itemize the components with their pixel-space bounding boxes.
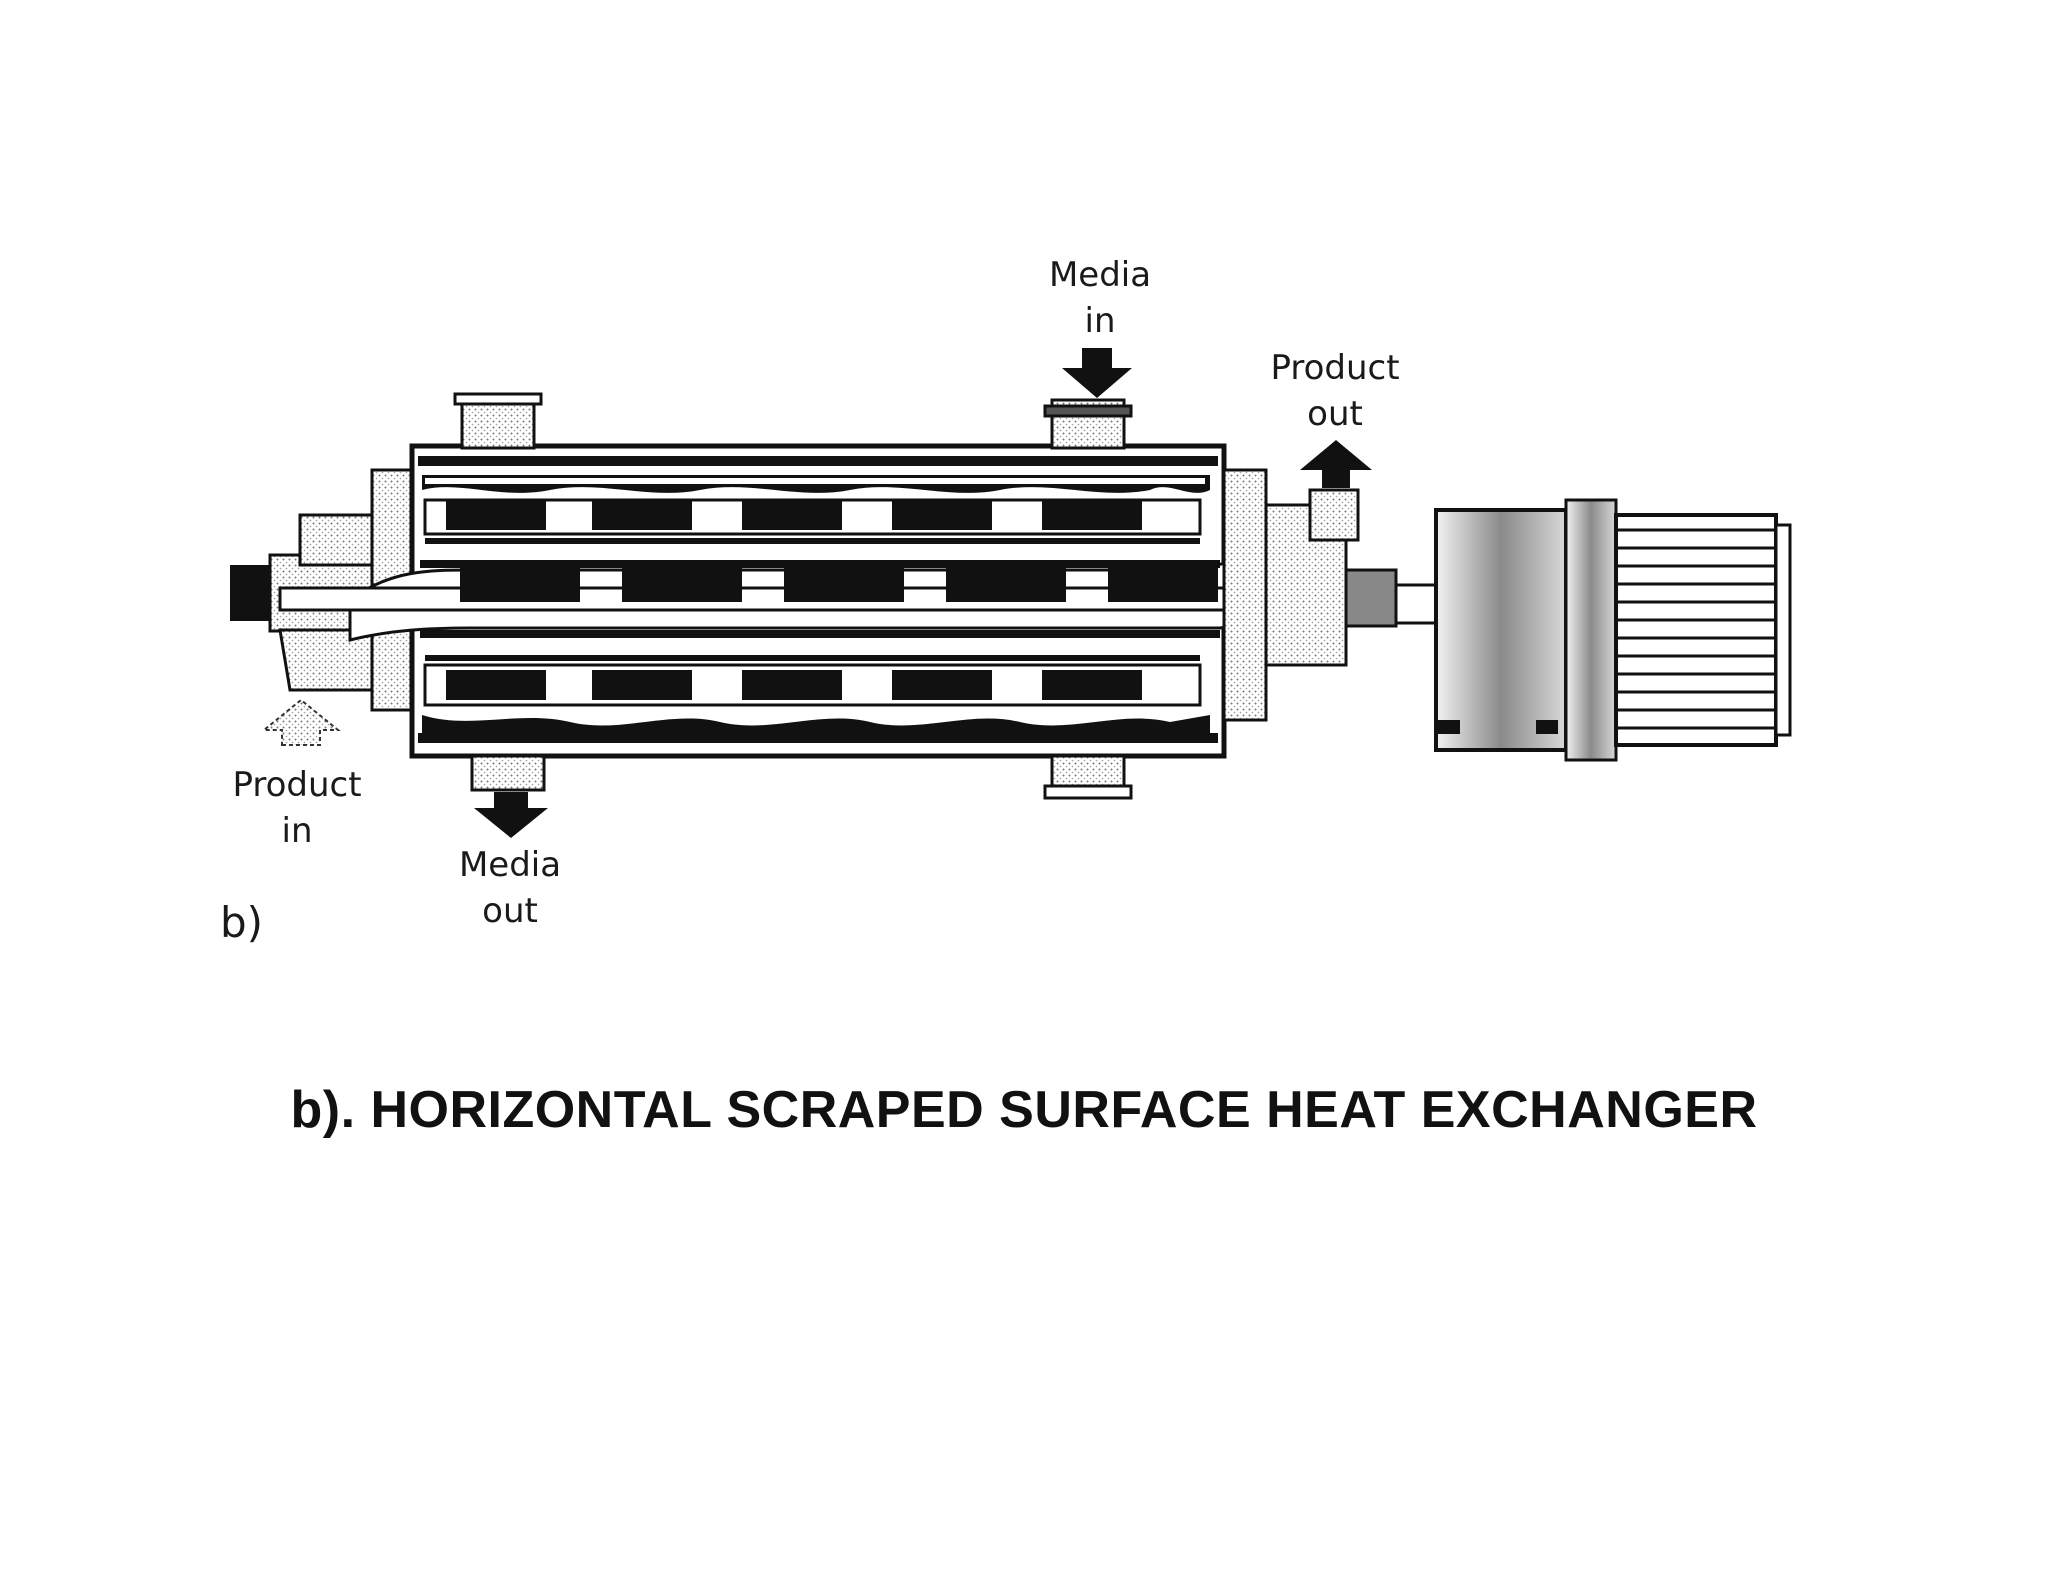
media-out-arrow (474, 792, 548, 838)
figure-letter: b) (220, 898, 264, 947)
drive-motor (1394, 498, 1792, 762)
product-in-arrow (261, 698, 341, 746)
media-in-arrow (1062, 348, 1132, 398)
product-out-arrow (1300, 440, 1372, 488)
lower-tube-row (422, 655, 1210, 733)
upper-tube-row (422, 475, 1210, 544)
outlet-head (1222, 468, 1398, 722)
figure-caption: b). HORIZONTAL SCRAPED SURFACE HEAT EXCH… (290, 1081, 1758, 1139)
